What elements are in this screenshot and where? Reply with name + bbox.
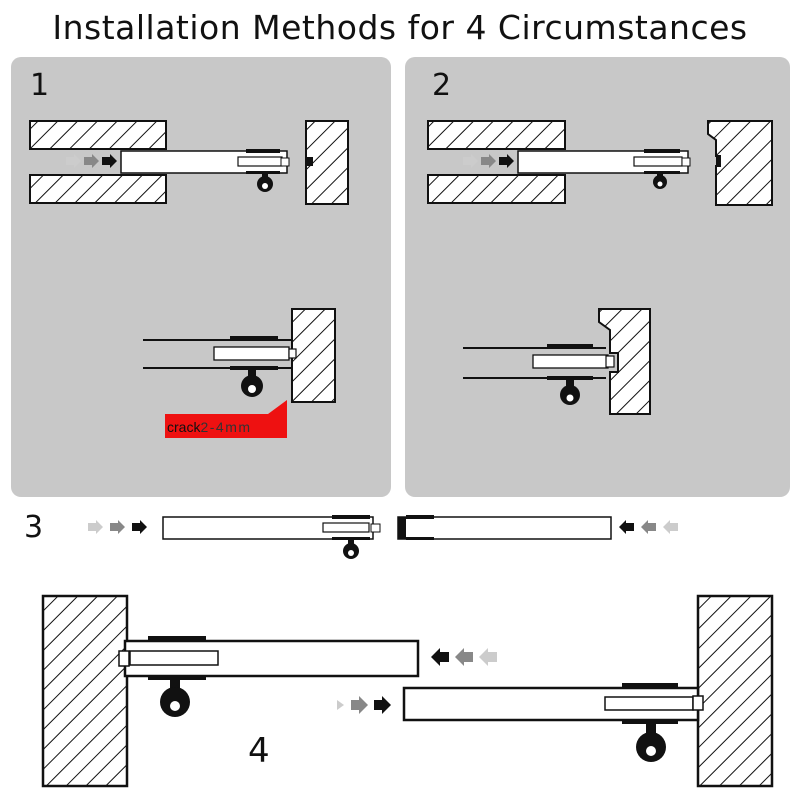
rod-collar xyxy=(148,636,206,642)
wall-hatched xyxy=(291,308,336,403)
rod-collar xyxy=(644,171,680,174)
rod-tube xyxy=(397,516,612,540)
end-cap xyxy=(288,348,297,359)
wall-right-hatched xyxy=(696,594,774,788)
arrow-right-dark-icon xyxy=(102,154,117,168)
wall-hatched xyxy=(29,120,167,150)
end-cap xyxy=(605,355,615,368)
rod-collar xyxy=(230,366,278,370)
wall-hatched xyxy=(598,308,651,415)
rod-collar xyxy=(246,171,280,174)
arrow-right-light-icon xyxy=(337,700,344,710)
arrow-right-dark-icon xyxy=(499,154,514,168)
crack-label-value: 2-4mm xyxy=(200,419,251,435)
crack-label-prefix: crack xyxy=(167,419,201,435)
end-cap xyxy=(692,695,704,711)
arrow-left-light-icon xyxy=(479,648,497,666)
rod-collar xyxy=(332,515,370,519)
panel-1-bottom-assembly: crack2-4mm xyxy=(143,308,336,438)
panel-2-number: 2 xyxy=(432,68,451,103)
panel-2-top-assembly xyxy=(427,120,773,206)
arrow-left-mid-icon xyxy=(455,648,473,666)
end-cap xyxy=(118,650,130,667)
knob-stem xyxy=(646,723,656,734)
rod-collar xyxy=(148,675,206,680)
rod-end-clip xyxy=(370,523,381,533)
arrow-right-mid-icon xyxy=(481,154,496,168)
rod-inner-bar xyxy=(633,156,683,167)
rod-collar xyxy=(332,537,370,540)
arrow-right-light-icon xyxy=(463,154,478,168)
arrow-right-mid-icon xyxy=(351,696,368,714)
panel-2-bottom-assembly xyxy=(463,308,651,415)
wall-hatched xyxy=(29,174,167,204)
knob-stem xyxy=(566,379,574,387)
rod-inner-bar xyxy=(129,650,219,666)
panel-4-number: 4 xyxy=(248,731,270,771)
rod-end-clip xyxy=(280,157,290,167)
panel-1-top-assembly xyxy=(29,120,349,205)
arrow-left-mid-icon xyxy=(641,520,656,534)
rod-collar xyxy=(622,719,678,724)
rod-end-clip xyxy=(681,157,691,167)
rod-inner-bar xyxy=(322,522,370,533)
arrow-right-light-icon xyxy=(88,520,103,534)
panel-3-assembly xyxy=(88,515,678,559)
tension-knob-dot xyxy=(657,181,663,187)
panel-4-assembly xyxy=(41,594,774,788)
panel-1-number: 1 xyxy=(30,68,49,103)
rod-inner-bar xyxy=(213,346,290,361)
arrow-left-dark-icon xyxy=(619,520,634,534)
arrow-right-dark-icon xyxy=(374,696,391,714)
rod-collar xyxy=(622,683,678,689)
crack-label: crack2-4mm xyxy=(167,419,252,435)
rod-cap-black xyxy=(398,517,406,539)
knob-stem xyxy=(348,539,354,545)
tension-knob-dot xyxy=(170,701,180,711)
wall-left-hatched xyxy=(41,594,129,788)
rod-collar xyxy=(246,149,280,153)
arrow-right-light-icon xyxy=(66,154,81,168)
wall-slot xyxy=(716,156,720,166)
rod-collar xyxy=(547,344,593,349)
page-title: Installation Methods for 4 Circumstances xyxy=(52,8,748,47)
rod-collar xyxy=(406,515,434,519)
arrow-left-dark-icon xyxy=(431,648,449,666)
wall-hatched xyxy=(427,174,566,204)
rod-tube xyxy=(402,686,700,722)
tension-knob-dot xyxy=(262,183,268,189)
arrow-right-mid-icon xyxy=(110,520,125,534)
rod-collar xyxy=(406,537,434,540)
tension-knob-dot xyxy=(248,385,256,393)
knob-stem xyxy=(248,369,256,378)
arrow-left-light-icon xyxy=(663,520,678,534)
arrow-right-mid-icon xyxy=(84,154,99,168)
tension-knob-dot xyxy=(566,394,574,402)
wall-hatched xyxy=(427,120,566,150)
crack-marker xyxy=(165,400,287,438)
arrow-right-dark-icon xyxy=(132,520,147,534)
panel-2-background xyxy=(405,57,790,497)
wall-slot xyxy=(307,157,313,166)
tension-knob-dot xyxy=(348,550,354,556)
panel-3-number: 3 xyxy=(24,510,43,545)
rod-collar xyxy=(547,376,593,380)
knob-stem xyxy=(170,679,180,690)
rod-collar xyxy=(644,149,680,153)
rod-inner-bar xyxy=(604,696,694,711)
rod-inner-bar xyxy=(532,354,609,369)
rod-inner-bar xyxy=(237,156,283,167)
tension-knob-dot xyxy=(646,746,656,756)
rod-collar xyxy=(230,336,278,341)
